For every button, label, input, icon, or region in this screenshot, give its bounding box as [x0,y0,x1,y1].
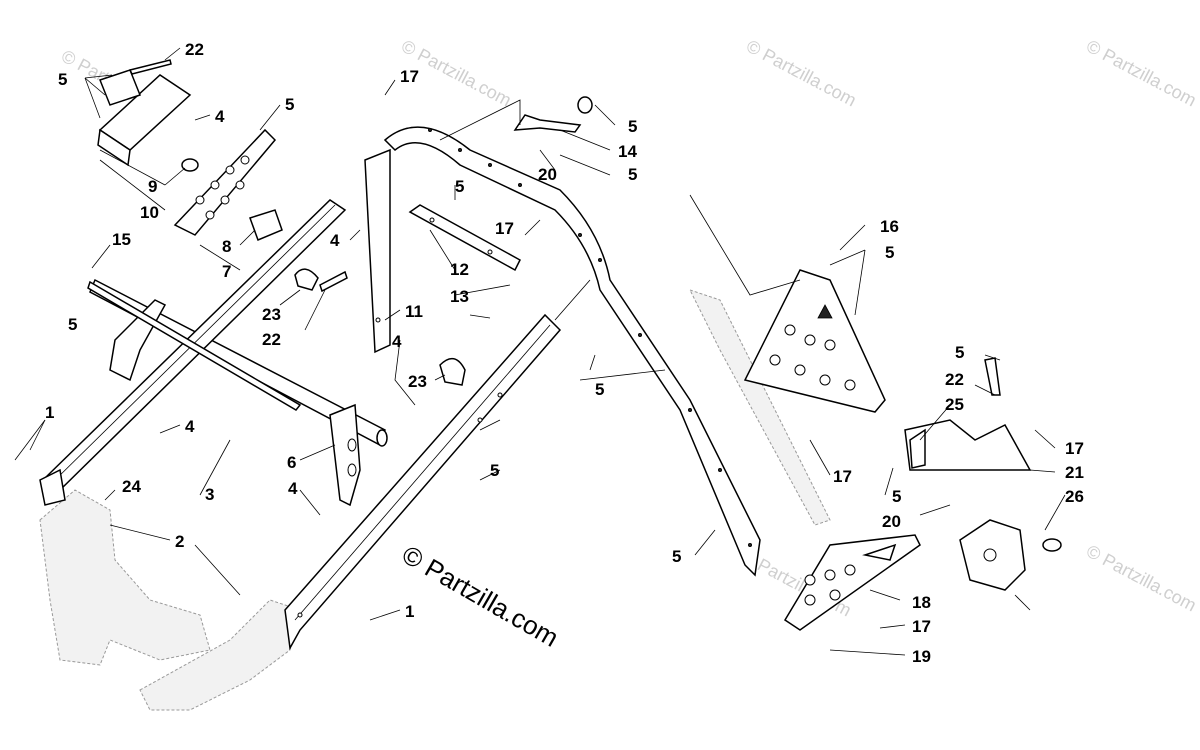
part-label: 17 [495,219,514,238]
part-label: 5 [68,315,77,334]
bar-12 [408,204,521,272]
part-label: 5 [955,343,964,362]
watermark: © Partzilla.com [743,36,859,111]
part-label: 18 [912,593,931,612]
part-label: 17 [833,467,852,486]
part-label: 23 [262,305,281,324]
part-label: 5 [892,487,901,506]
part-label: 13 [450,287,469,306]
part-label: 5 [58,70,67,89]
part-label: 15 [112,230,131,249]
part-label: 5 [885,243,894,262]
part-label: 24 [122,477,141,496]
part-label: 5 [455,177,464,196]
part-label: 25 [945,395,964,414]
lower-beam [284,313,562,651]
part-label: 9 [148,177,157,196]
pins-22 [128,59,1001,396]
part-label: 20 [538,165,557,184]
part-label: 7 [222,262,231,281]
part-label: 21 [1065,463,1084,482]
part-label: 19 [912,647,931,666]
part-label: 5 [672,547,681,566]
part-label: 2 [175,532,184,551]
part-label: 4 [215,107,225,126]
part-label: 22 [945,370,964,389]
watermark: © Partzilla.com [1083,541,1199,616]
part-label: 4 [392,332,402,351]
bracket-21 [904,419,1032,471]
part-label: 17 [400,67,419,86]
part-label: 12 [450,260,469,279]
part-label: 16 [880,217,899,236]
part-label: 1 [45,403,54,422]
bracket-14 [513,96,593,133]
part-label: 4 [330,231,340,250]
leader-lines [14,47,1066,656]
clamp-23 [294,268,466,386]
part-label: 6 [287,453,296,472]
caliper-26 [959,519,1062,591]
part-label: 17 [912,617,931,636]
part-label: 8 [222,237,231,256]
part-label: 5 [628,165,637,184]
part-label: 4 [288,479,298,498]
part-label: 10 [140,203,159,222]
part-label: 5 [628,117,637,136]
ghost-upright [689,289,831,526]
tube-15 [87,280,302,411]
part-label: 11 [405,302,423,321]
part-label: 26 [1065,487,1084,506]
watermark: © Partzilla.com [1083,36,1199,111]
part-label: 14 [618,142,637,161]
part-label: 22 [262,330,281,349]
module-10 [97,69,192,167]
relay-8 [249,209,283,241]
part-label: 22 [185,40,204,59]
part-label: 4 [185,417,195,436]
part-label: 5 [490,461,499,480]
part-label: 3 [205,485,214,504]
part-label: 17 [1065,439,1084,458]
upright-11 [364,148,391,354]
part-9 [181,158,199,172]
plate-16 [743,269,886,413]
plate-18 [783,534,921,631]
part-label: 5 [285,95,294,114]
part-label: 23 [408,372,427,391]
rail-front [39,199,347,506]
copyright-text: © Partzilla.com [397,539,564,653]
part-labels: 22 5 4 5 17 9 10 8 7 15 4 23 22 11 5 17 … [45,40,1084,666]
plate-7 [173,128,277,236]
roll-bar [383,126,761,577]
chassis-mount-ghost [39,489,301,711]
part-label: 5 [595,380,604,399]
part-label: 1 [405,602,414,621]
part-label: 20 [882,512,901,531]
